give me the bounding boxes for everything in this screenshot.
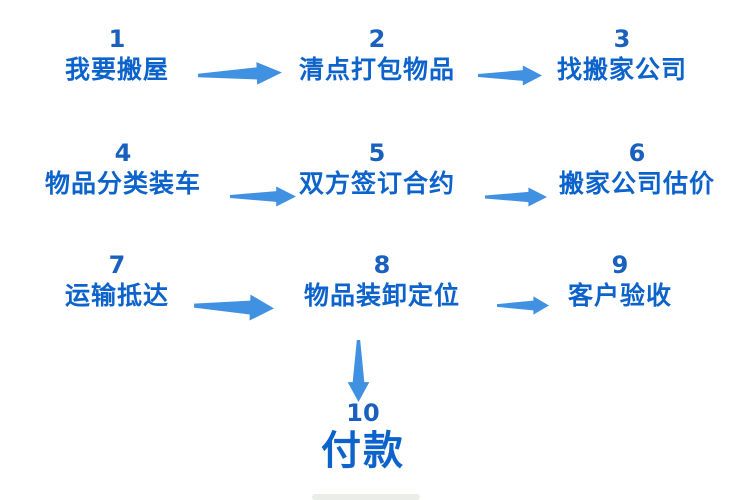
- step-5: 5 双方签订合约: [299, 138, 455, 200]
- step-2-label: 清点打包物品: [298, 55, 456, 84]
- step-1-number: 1: [108, 25, 126, 53]
- right-arrow-icon: [230, 185, 296, 208]
- right-arrow-icon: [497, 295, 549, 316]
- step-5-label: 双方签订合约: [298, 169, 456, 198]
- step-10: 10 付款: [321, 398, 405, 474]
- right-arrow-icon: [193, 291, 275, 324]
- step-5-number: 5: [368, 139, 386, 167]
- step-1: 1 我要搬屋: [65, 24, 169, 86]
- step-9-number: 9: [611, 251, 629, 279]
- step-8-number: 8: [373, 251, 391, 279]
- step-2: 2 清点打包物品: [299, 24, 455, 86]
- step-8: 8 物品装卸定位: [304, 250, 460, 312]
- step-4-number: 4: [114, 139, 132, 167]
- right-arrow-icon: [197, 60, 283, 89]
- right-arrow-icon: [478, 64, 542, 87]
- step-8-label: 物品装卸定位: [303, 281, 461, 310]
- step-4: 4 物品分类装车: [45, 138, 201, 200]
- right-arrow-icon: [485, 186, 547, 208]
- step-10-label: 付款: [321, 428, 405, 474]
- step-3: 3 找搬家公司: [557, 24, 687, 86]
- step-7: 7 运输抵达: [65, 250, 169, 312]
- step-6: 6 搬家公司估价: [559, 138, 715, 200]
- step-3-number: 3: [613, 25, 631, 53]
- step-9-label: 客户验收: [567, 281, 673, 310]
- step-2-number: 2: [368, 25, 386, 53]
- cutoff-bottom-artifact: [312, 494, 420, 500]
- step-1-label: 我要搬屋: [64, 55, 170, 84]
- step-3-label: 找搬家公司: [556, 55, 688, 84]
- step-6-number: 6: [628, 139, 646, 167]
- step-7-label: 运输抵达: [64, 281, 170, 310]
- step-4-label: 物品分类装车: [44, 169, 202, 198]
- step-10-number: 10: [346, 399, 380, 427]
- down-arrow-icon: [346, 340, 371, 402]
- step-9: 9 客户验收: [568, 250, 672, 312]
- step-6-label: 搬家公司估价: [558, 169, 716, 198]
- step-7-number: 7: [108, 251, 126, 279]
